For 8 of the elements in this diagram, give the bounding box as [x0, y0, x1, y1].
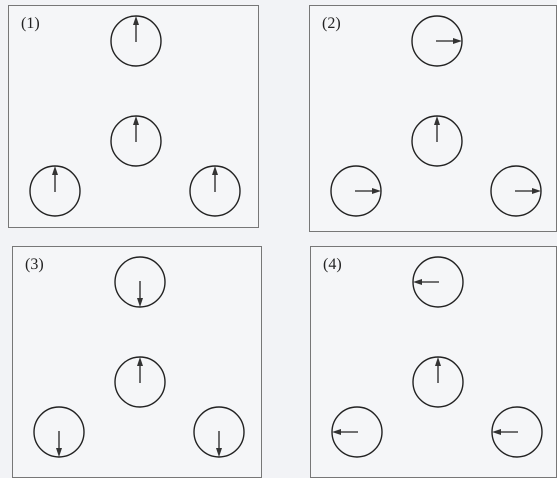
- panel-frame: [8, 5, 259, 228]
- panel-label: (4): [323, 257, 342, 273]
- panel-frame: [310, 246, 557, 478]
- panel-frame: [309, 5, 557, 232]
- panel-label: (2): [322, 16, 341, 32]
- panel-label: (1): [21, 16, 40, 32]
- panel-label: (3): [25, 257, 44, 273]
- panel-frame: [12, 246, 262, 478]
